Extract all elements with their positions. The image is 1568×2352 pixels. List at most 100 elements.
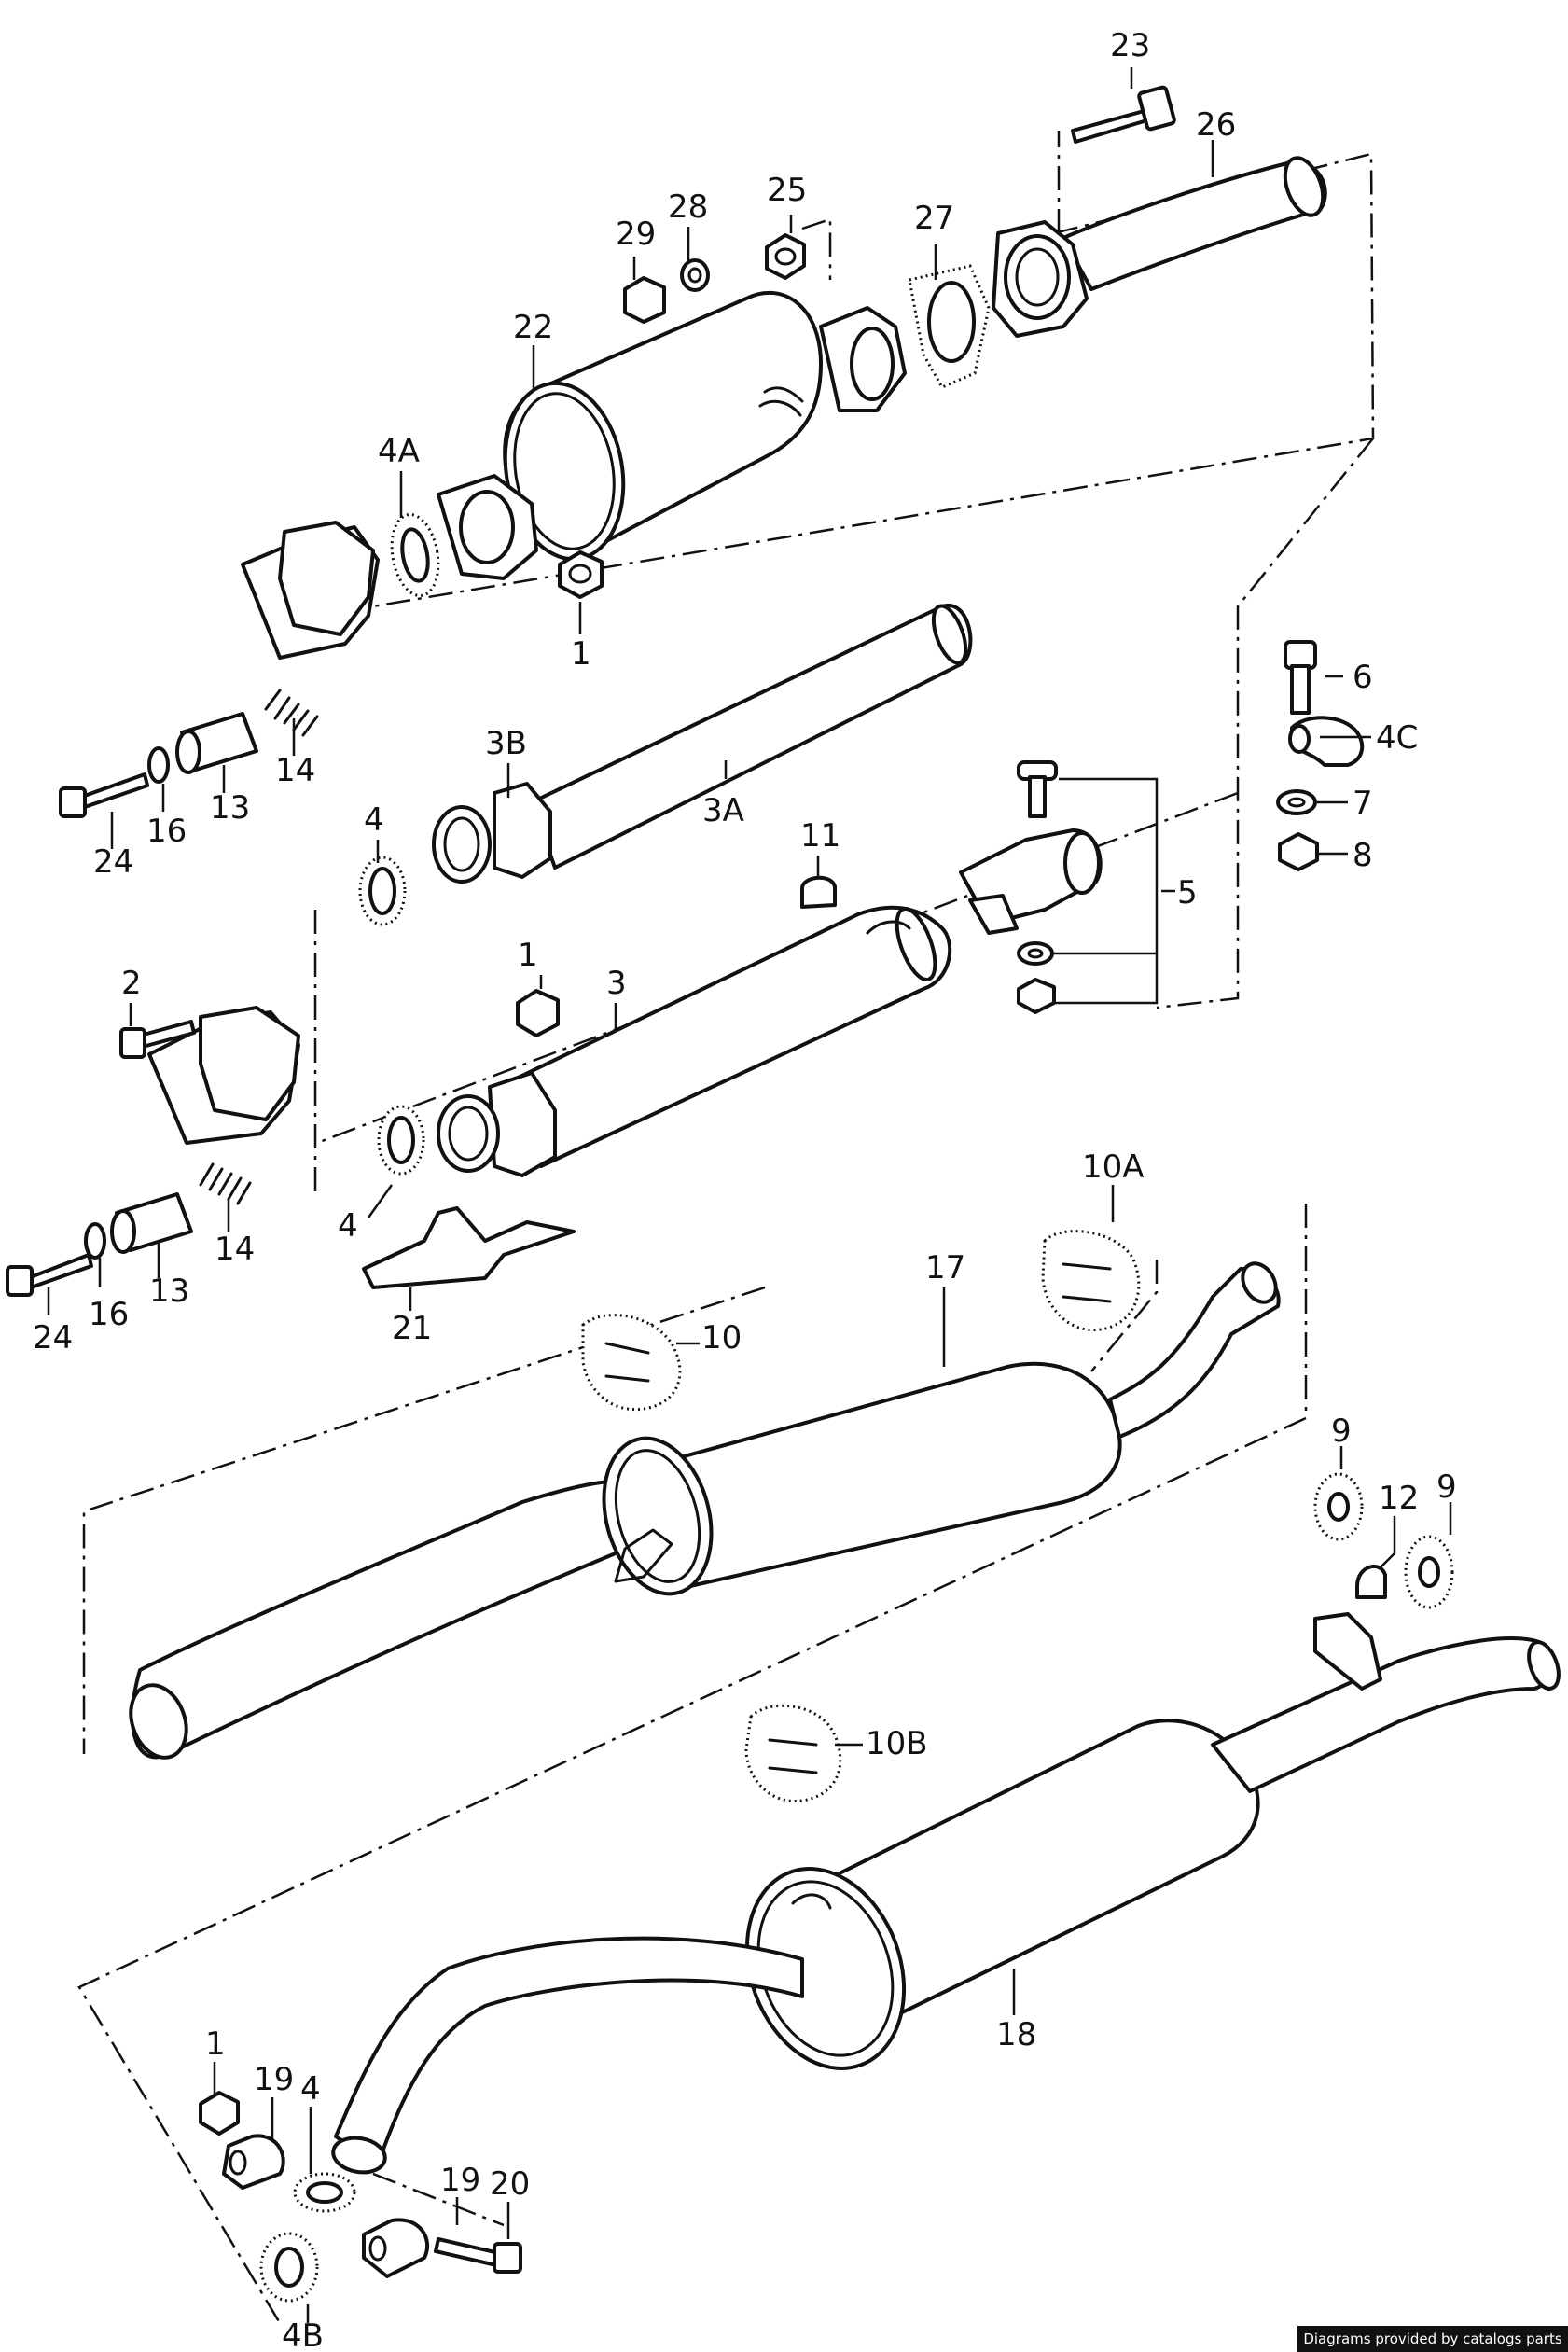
callout-16-lower: 16 xyxy=(89,1296,129,1333)
part-19-clamp-left xyxy=(222,2134,285,2190)
part-11-nut xyxy=(800,875,837,909)
callout-16-upper: 16 xyxy=(146,813,187,850)
callout-26: 26 xyxy=(1196,106,1236,144)
part-5-bolt xyxy=(1017,760,1058,818)
callout-4B: 4B xyxy=(282,2317,324,2352)
part-10-rubber-mount xyxy=(581,1314,682,1412)
part-13-sleeve-upper xyxy=(175,712,258,774)
callout-12: 12 xyxy=(1379,1480,1419,1517)
callout-8: 8 xyxy=(1353,837,1373,874)
callout-19-left: 19 xyxy=(254,2061,294,2098)
part-4A-gasket xyxy=(390,512,440,598)
part-3B-flange xyxy=(432,805,492,884)
callout-3: 3 xyxy=(606,965,627,1002)
part-1-nut-mid xyxy=(516,989,560,1037)
part-4-gasket-mid xyxy=(358,856,407,926)
front-pipe-upper xyxy=(241,521,380,660)
part-26-connecting-pipe xyxy=(992,156,1327,338)
callout-14-lower: 14 xyxy=(215,1231,255,1268)
callout-labels: 23 26 25 28 29 27 22 4A 1 6 4C 7 8 3B 3A… xyxy=(33,27,1457,2352)
part-25-nut xyxy=(765,233,806,280)
part-4-gasket-lower-mid xyxy=(377,1105,425,1176)
callout-4C: 4C xyxy=(1376,719,1418,757)
callout-4-bottom: 4 xyxy=(300,2070,321,2108)
callout-17: 17 xyxy=(925,1249,965,1287)
callout-20: 20 xyxy=(490,2165,530,2203)
callout-13-lower: 13 xyxy=(149,1273,189,1310)
callout-9-left: 9 xyxy=(1331,1413,1352,1450)
part-9-washer-left xyxy=(1313,1472,1364,1541)
part-12-bump-stop xyxy=(1355,1565,1387,1599)
callout-25: 25 xyxy=(767,172,807,209)
part-17-center-muffler xyxy=(129,1261,1281,1760)
part-27-flange-gasket xyxy=(908,264,991,389)
part-10B-rubber-mount xyxy=(744,1704,842,1803)
callout-14-upper: 14 xyxy=(275,752,315,789)
part-13-sleeve-lower xyxy=(110,1192,193,1254)
front-pipe-lower xyxy=(147,1006,300,1145)
credit-banner: Diagrams provided by catalogs parts xyxy=(1297,2326,1568,2352)
part-8-nut xyxy=(1278,832,1319,871)
callout-23: 23 xyxy=(1110,27,1150,64)
callout-9-right: 9 xyxy=(1436,1468,1457,1506)
callout-4-mid: 4 xyxy=(364,801,384,839)
part-14-spring-upper xyxy=(264,689,319,737)
part-9-washer-right xyxy=(1404,1535,1454,1609)
part-2-bolt xyxy=(119,1020,196,1059)
part-5-nut xyxy=(1017,978,1056,1014)
part-22-catalytic-converter xyxy=(437,290,907,580)
callout-4A: 4A xyxy=(378,433,420,470)
part-29-nut xyxy=(623,276,666,324)
callout-22: 22 xyxy=(513,309,553,346)
part-28-washer xyxy=(680,258,710,292)
callout-11: 11 xyxy=(800,817,840,855)
callout-7: 7 xyxy=(1353,785,1373,822)
callout-3A: 3A xyxy=(702,792,744,829)
callout-10B: 10B xyxy=(866,1725,928,1762)
part-24-bolt-upper xyxy=(59,772,149,818)
part-5-hanger-bracket xyxy=(959,828,1103,935)
part-4-gasket-bottom xyxy=(293,2172,356,2213)
callout-29: 29 xyxy=(616,216,656,253)
part-3A-intermediate-pipe xyxy=(493,603,973,879)
part-16-washer-lower xyxy=(84,1222,106,1260)
callout-1-top: 1 xyxy=(571,635,591,673)
part-1-nut-top xyxy=(558,550,604,599)
part-4B-gasket xyxy=(259,2232,319,2303)
callout-24-upper: 24 xyxy=(93,843,133,881)
callout-18: 18 xyxy=(996,2016,1036,2053)
callout-1-mid: 1 xyxy=(518,937,538,974)
part-6-bolt xyxy=(1284,640,1317,715)
callout-13-upper: 13 xyxy=(210,789,250,827)
callout-28: 28 xyxy=(668,188,708,226)
part-3-resonator-pipe xyxy=(488,905,952,1177)
callout-24-lower: 24 xyxy=(33,1319,73,1357)
part-7-washer xyxy=(1276,789,1317,815)
callout-10A: 10A xyxy=(1082,1148,1145,1186)
callout-10: 10 xyxy=(701,1319,742,1357)
callout-4-lower-mid: 4 xyxy=(338,1207,358,1245)
part-5-washer xyxy=(1017,941,1054,966)
callout-2: 2 xyxy=(121,965,142,1002)
part-14-spring-lower xyxy=(199,1162,252,1205)
callout-1-bottom: 1 xyxy=(205,2025,226,2063)
part-16-washer-upper xyxy=(147,746,170,784)
callout-6: 6 xyxy=(1353,659,1373,696)
part-10A-rubber-mount xyxy=(1041,1230,1141,1332)
callout-3B: 3B xyxy=(485,725,527,762)
part-18-rear-muffler xyxy=(331,1612,1561,2175)
callout-27: 27 xyxy=(914,200,954,237)
part-21-heat-shield xyxy=(362,1206,576,1289)
leader-lines xyxy=(47,67,1452,2323)
callout-5: 5 xyxy=(1177,874,1198,912)
part-20-bolt xyxy=(434,2237,522,2274)
part-19-clamp-right xyxy=(362,2218,430,2278)
mid-flange xyxy=(437,1094,500,1173)
part-24-bolt-lower xyxy=(6,1253,93,1297)
part-23-bolt xyxy=(1071,85,1176,144)
callout-21: 21 xyxy=(392,1310,432,1347)
part-4C-clamp xyxy=(1288,716,1365,767)
part-1-nut-bottom xyxy=(199,2091,240,2136)
callout-19-right: 19 xyxy=(440,2162,480,2199)
